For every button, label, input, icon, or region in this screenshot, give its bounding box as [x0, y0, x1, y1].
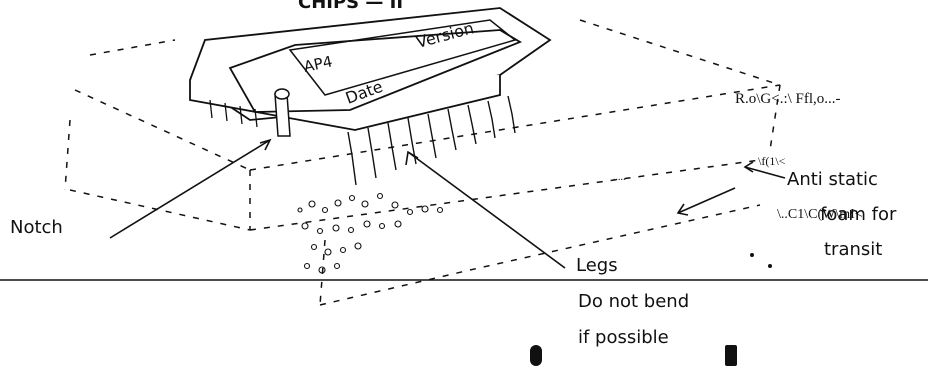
foam-texture [298, 194, 443, 274]
artifact-text-3: \..C1\C(W\mI< [777, 207, 863, 222]
notch-label: Notch [10, 217, 63, 238]
legs-note-line-1: Do not bend [578, 291, 689, 312]
legs-label: Legs [576, 255, 618, 276]
artifact-text-2: \f(1\< [758, 154, 786, 168]
legs-note-line-2: if possible [578, 327, 669, 348]
top-title-fragment: CHIPS — II [298, 0, 403, 13]
bottom-blocks [530, 345, 737, 366]
artifact-text-4: ..... [613, 172, 626, 183]
anti-static-line-3: transit [824, 239, 882, 260]
annotation-arrows [110, 140, 785, 268]
small-marks [750, 253, 772, 268]
chip-body [190, 8, 550, 130]
chip-notch [275, 89, 290, 136]
artifact-text-1: R.o\G<.:\ Ffl,o...- [735, 91, 841, 107]
anti-static-line-1: Anti static [787, 169, 878, 190]
